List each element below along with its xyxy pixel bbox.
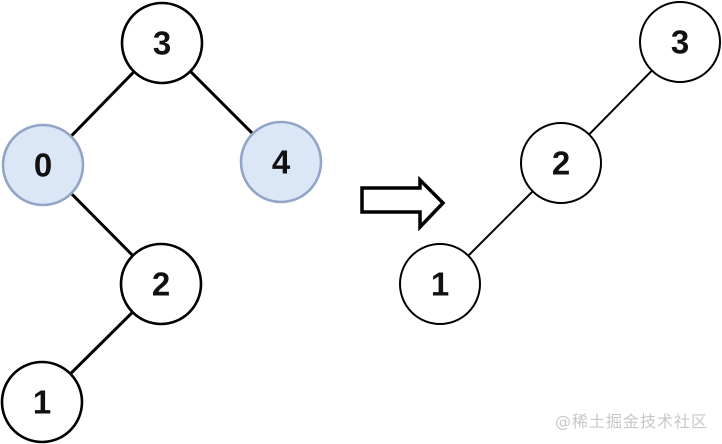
tree-node-value: 2 [152,266,170,303]
tree-node-circle [399,243,481,325]
tree-node-value: 1 [431,266,449,303]
tree-node-circle [239,120,323,204]
watermark: @稀土掘金技术社区 [554,412,708,431]
tree-node-circle [120,1,204,85]
tree-node-value: 4 [272,144,291,181]
tree-node-value: 1 [33,384,51,421]
tree-node-circle [119,242,203,326]
transform-arrow-icon [360,175,446,232]
tree-after: 3 2 1 [399,1,721,325]
tree-node-value: 2 [552,145,570,182]
tree-before: 3 0 4 2 1 [0,1,323,444]
tree-node-circle [0,360,84,444]
tree-node-value: 3 [671,24,689,61]
tree-node-circle [639,1,721,83]
tree-node-circle [1,123,85,207]
tree-node-value: 0 [34,147,52,184]
tree-node-value: 3 [153,25,171,62]
tree-node-circle [520,122,602,204]
